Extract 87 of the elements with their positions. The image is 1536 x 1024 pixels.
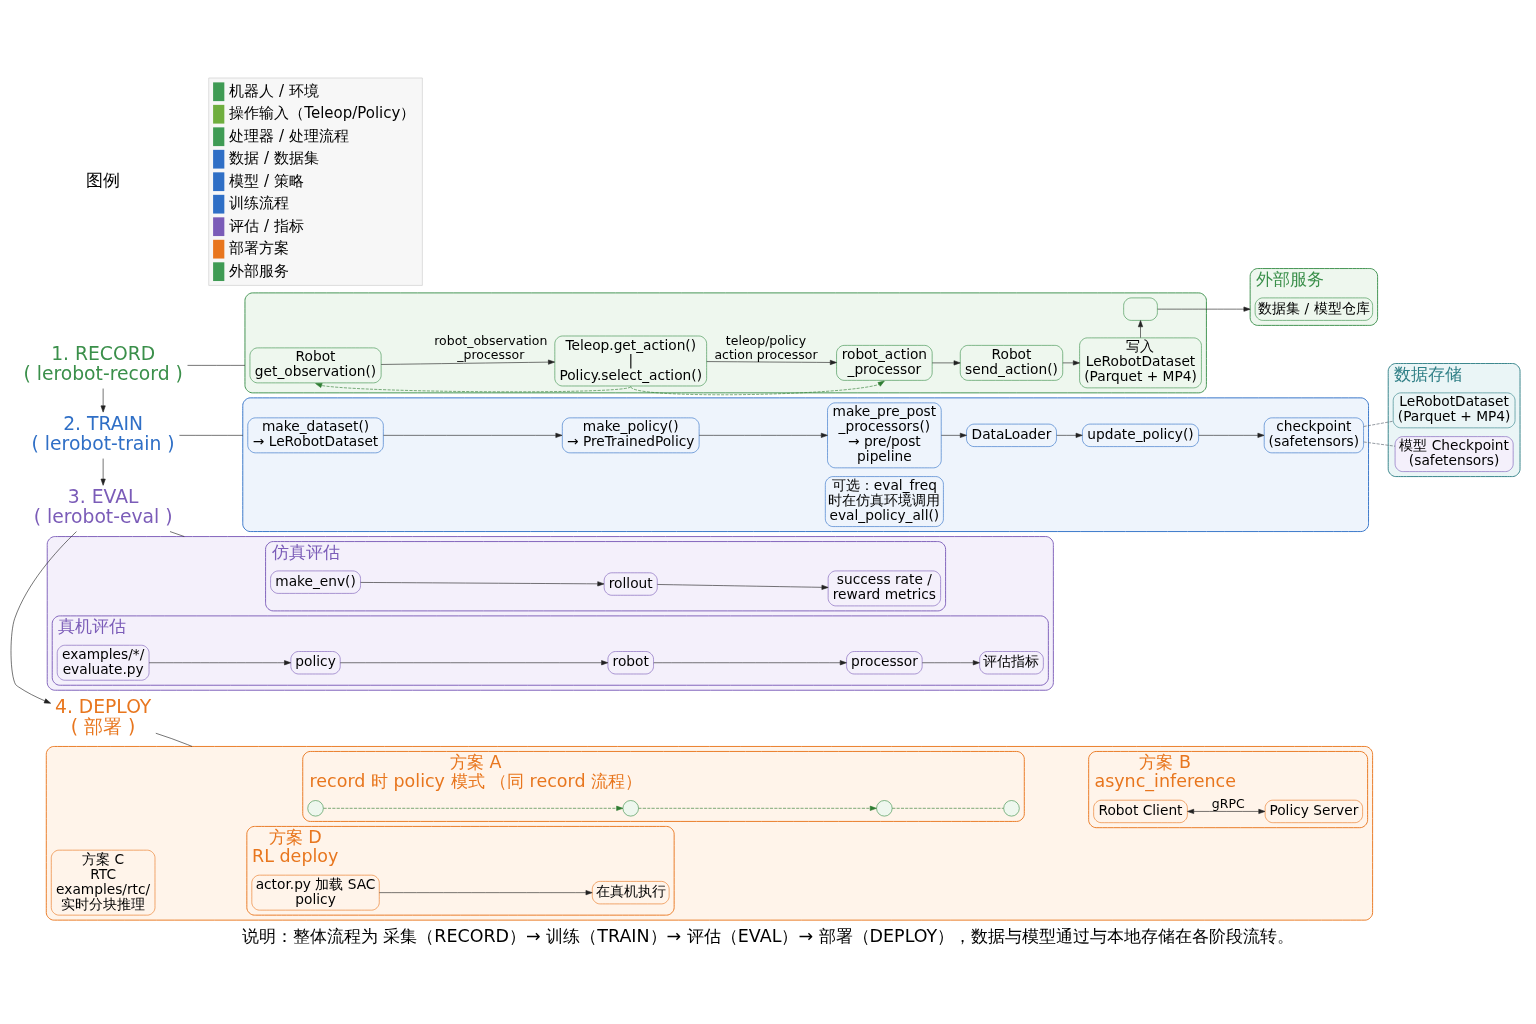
arrow — [10, 530, 77, 704]
node-box: make_env() — [270, 570, 361, 594]
node-box: 在真机执行 — [592, 880, 670, 904]
node-box: Robot Client — [1093, 799, 1188, 823]
arrow — [1187, 808, 1266, 814]
arrow — [698, 432, 828, 438]
connector — [1363, 420, 1394, 427]
arrow — [100, 387, 106, 412]
node-circle — [622, 799, 639, 816]
node-box: DataLoader — [966, 423, 1057, 447]
node-text: 3. EVAL ( lerobot-eval ) — [33, 485, 173, 527]
node-box: Robot get_observation() — [249, 347, 382, 383]
node-box: robot_action _processor — [836, 344, 933, 381]
legend-label: 操作输入（Teleop/Policy） — [229, 103, 416, 122]
legend-label: 机器人 / 环境 — [229, 81, 319, 100]
node-box: 模型 Checkpoint (safetensors) — [1394, 435, 1514, 472]
caption: 说明：整体流程为 采集（RECORD）→ 训练（TRAIN）→ 评估（EVAL）→ 部署（DEPLOY），数据与模型通过与本地存储在各阶段流转。 — [241, 925, 1295, 946]
node-box: update_policy() — [1082, 423, 1199, 447]
node-box: policy — [290, 650, 341, 674]
connector — [1363, 441, 1396, 446]
node-box: rollout — [603, 572, 658, 596]
arrow — [921, 659, 980, 665]
node-box: 写入 LeRobotDataset (Parquet + MP4) — [1079, 337, 1202, 388]
arrow — [931, 359, 961, 365]
legend-label: 数据 / 数据集 — [229, 148, 319, 167]
arrow — [941, 432, 967, 438]
node-circle — [876, 799, 893, 816]
node-circle — [1003, 799, 1020, 816]
arrow — [630, 380, 885, 395]
node-box: Robot send_action() — [959, 344, 1064, 381]
node-box: LeRobotDataset (Parquet + MP4) — [1392, 392, 1516, 428]
node-text: 4. DEPLOY ( 部署 ) — [54, 695, 152, 737]
arrow — [638, 805, 877, 811]
node-box: success rate / reward metrics — [827, 570, 941, 606]
edge-label: teleop/policy action processor — [714, 332, 818, 361]
legend-label: 处理器 / 处理流程 — [229, 126, 349, 145]
arrow — [360, 580, 605, 586]
cluster — [46, 535, 1054, 691]
node-box: 数据集 / 模型仓库 — [1254, 297, 1373, 321]
connector — [187, 364, 246, 366]
arrow — [315, 382, 632, 392]
legend-label: 模型 / 策略 — [229, 171, 304, 190]
node-box: 可选：eval_freq 时在仿真环境调用 eval_policy_all() — [825, 475, 944, 527]
edge-label: gRPC — [1211, 795, 1245, 811]
node-box: 方案 C RTC examples/rtc/ 实时分块推理 — [51, 849, 156, 915]
node-box: robot — [607, 650, 654, 674]
arrow — [379, 889, 593, 895]
node-box: make_pre_post _processors() → pre/post pipeline — [827, 402, 942, 468]
node-box: Policy Server — [1264, 799, 1363, 823]
node-box: actor.py 加载 SAC policy — [251, 874, 380, 910]
node-circle — [307, 799, 324, 816]
node-text: 2. TRAIN ( lerobot-train ) — [31, 412, 175, 454]
legend-label: 评估 / 指标 — [229, 216, 304, 235]
edge-label: robot_observation _processor — [434, 332, 548, 361]
arrow — [383, 432, 563, 438]
arrow — [1056, 432, 1083, 438]
arrow — [1198, 432, 1265, 438]
cluster — [45, 745, 1374, 921]
arrow — [1138, 319, 1143, 338]
node-box: examples/*/ evaluate.py — [56, 644, 150, 681]
legend-label: 部署方案 — [229, 238, 290, 257]
node-box: make_dataset() → LeRobotDataset — [247, 417, 384, 453]
node-box: Teleop.get_action() | Policy.select_action() — [554, 335, 707, 386]
arrow — [339, 659, 609, 665]
connector — [155, 732, 193, 747]
node-box: processor — [846, 650, 923, 674]
arrow — [653, 659, 847, 665]
node-box: make_policy() → PreTrainedPolicy — [562, 417, 700, 453]
legend-label: 外部服务 — [229, 261, 290, 280]
node-box: checkpoint (safetensors) — [1263, 417, 1364, 453]
arrow — [100, 457, 106, 486]
node-text: 1. RECORD ( lerobot-record ) — [23, 342, 183, 384]
arrow — [148, 659, 291, 665]
legend-label: 训练流程 — [229, 193, 290, 212]
cluster — [242, 396, 1369, 532]
cluster: 方案 A record 时 policy 模式 （同 record 流程） — [302, 750, 1025, 822]
label: 图例 — [86, 169, 121, 190]
arrow — [380, 359, 555, 365]
node-box: 评估指标 — [979, 650, 1044, 674]
arrow — [706, 359, 837, 365]
connector — [169, 530, 185, 537]
connector — [892, 807, 1004, 809]
node-box — [1123, 297, 1158, 321]
arrow — [1157, 306, 1251, 312]
arrow — [1062, 359, 1080, 365]
arrow — [323, 805, 624, 811]
arrow — [657, 583, 829, 590]
